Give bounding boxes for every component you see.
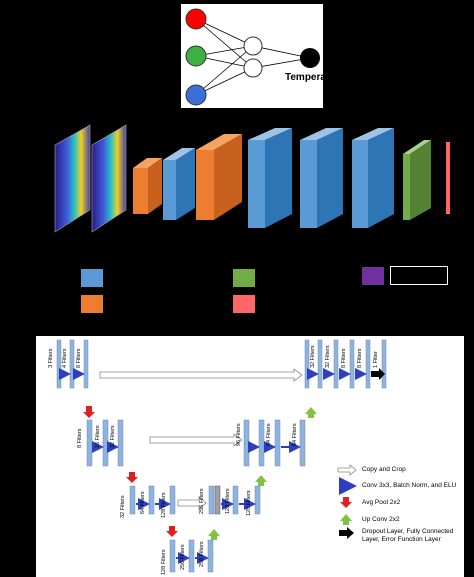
fc-block [403, 140, 431, 220]
filter-label: 128 Filters [225, 488, 231, 514]
filter-label: 64 Filters [292, 423, 298, 446]
pool-block-2 [196, 134, 242, 220]
error-layer [446, 142, 450, 214]
output-label: Tempera [285, 72, 323, 83]
conv-block-1 [163, 148, 195, 220]
filter-label: 32 Filters [110, 425, 116, 448]
legend-error-swatch [232, 294, 256, 314]
filter-label: 8 Filters [357, 348, 363, 368]
pool-block-1 [133, 158, 162, 214]
input-node-red [185, 8, 207, 30]
input-image-2 [91, 124, 127, 233]
mlp-graph: Tempera [185, 8, 326, 106]
filter-label: 64 Filters [266, 423, 272, 446]
hidden-node-2 [243, 58, 263, 78]
legend-avg-pool: Avg Pool 2x2 [362, 499, 401, 506]
filter-label: 4 Filters [62, 348, 68, 368]
filter-label: 3 Filters [48, 348, 54, 368]
legend-fc-swatch [232, 268, 256, 288]
filter-label: 128 Filters [161, 492, 167, 518]
input-image-1 [54, 124, 91, 233]
conv-block-4 [352, 128, 394, 228]
filter-label: 256 Filters [199, 541, 205, 567]
input-node-green [185, 45, 207, 67]
filter-label: 256 Filters [180, 544, 186, 570]
legend-copy-crop: Copy and Crop [362, 466, 406, 473]
legend-conv-swatch [80, 268, 104, 288]
filter-label: 64 Filters [140, 491, 146, 514]
unet-diagram: 3 Filters 4 Filters 8 Filters 8 Filters … [36, 336, 464, 577]
filter-label: 128 Filters [161, 549, 167, 575]
legend-dropout-swatch [361, 266, 385, 286]
input-node-blue [185, 84, 207, 106]
layer-diagram [54, 124, 450, 233]
legend-dropout-2: Layer, Error Function Layer [362, 536, 441, 543]
filter-label: 8 Filters [76, 348, 82, 368]
filter-label: 1 Filter [373, 351, 379, 368]
legend-box-outline [390, 266, 448, 285]
legend-pool-swatch [80, 294, 104, 314]
legend-conv: Conv 3x3, Batch Norm, and ELU [362, 482, 457, 489]
conv-block-2 [248, 128, 292, 228]
output-node [300, 48, 320, 68]
filter-label: 8 Filters [341, 348, 347, 368]
mlp-diagram: Tempera [181, 4, 326, 108]
filter-label: 128 Filters [246, 490, 252, 516]
filter-label: 32 Filters [120, 495, 126, 518]
filter-label: 32 Filters [310, 345, 316, 368]
unet-graph [56, 339, 387, 573]
hidden-node-1 [243, 36, 263, 56]
legend-up-conv: Up Conv 2x2 [362, 516, 400, 523]
filter-label: 32 Filters [325, 345, 331, 368]
conv-block-3 [300, 128, 343, 228]
filter-label: 8 Filters [77, 428, 83, 448]
legend-dropout-1: Dropout Layer, Fully Connected [362, 528, 454, 535]
filter-label: 256 Filters [199, 488, 205, 514]
filter-label: 96 Filters [236, 423, 242, 446]
filter-label: 16 Filters [95, 425, 101, 448]
